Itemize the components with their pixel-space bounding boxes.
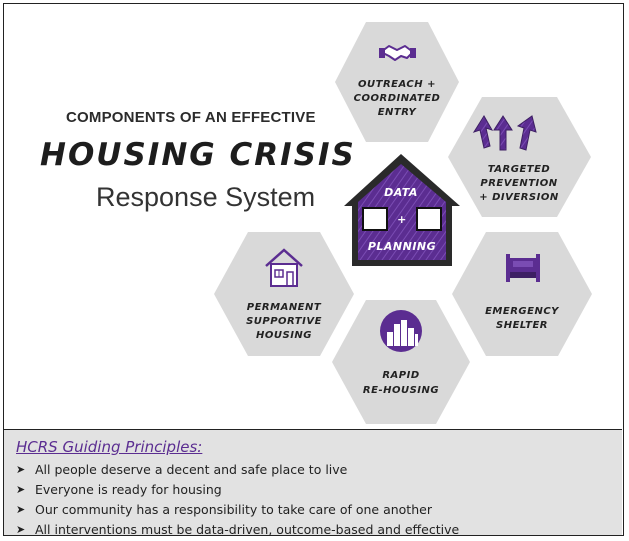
arrow-bullet-icon: ➤	[16, 523, 26, 536]
hex-prevention: TARGETED PREVENTION + DIVERSION	[448, 97, 591, 217]
center-label-data: DATA	[384, 186, 418, 199]
arrow-bullet-icon: ➤	[16, 483, 26, 496]
shelter-label-1: EMERGENCY	[485, 306, 560, 317]
principle-text: All interventions must be data-driven, o…	[35, 522, 460, 537]
arrows-up-icon	[472, 115, 537, 151]
shelter-label-2: SHELTER	[496, 320, 548, 331]
hex-rapid: RAPID RE-HOUSING	[332, 300, 470, 424]
center-house: DATA + PLANNING	[344, 154, 460, 266]
permanent-label-1: PERMANENT	[247, 302, 322, 313]
principle-text: Our community has a responsibility to ta…	[35, 502, 432, 517]
hex-shelter: EMERGENCY SHELTER	[452, 232, 592, 356]
principle-item: ➤ Our community has a responsibility to …	[16, 500, 612, 520]
arrow-bullet-icon: ➤	[16, 503, 26, 516]
principle-text: Everyone is ready for housing	[35, 482, 222, 497]
outreach-label-3: ENTRY	[378, 107, 418, 118]
center-label-planning: PLANNING	[368, 240, 436, 253]
hex-permanent: PERMANENT SUPPORTIVE HOUSING	[214, 232, 354, 356]
city-skyline-icon	[380, 310, 422, 352]
infographic-frame: OUTREACH + COORDINATED ENTRY TARGETED PR…	[3, 3, 625, 537]
prevention-label-2: PREVENTION	[480, 178, 557, 189]
hex-outreach: OUTREACH + COORDINATED ENTRY	[335, 22, 459, 142]
diagram-area: OUTREACH + COORDINATED ENTRY TARGETED PR…	[4, 4, 625, 429]
title-housing-crisis: HOUSING CRISIS	[40, 137, 356, 173]
bed-icon	[506, 254, 540, 282]
house-icon	[265, 248, 303, 287]
permanent-label-2: SUPPORTIVE	[246, 316, 322, 327]
center-window-right	[416, 207, 442, 231]
principle-text: All people deserve a decent and safe pla…	[35, 462, 348, 477]
outreach-label-2: COORDINATED	[354, 93, 441, 104]
center-window-left	[362, 207, 388, 231]
principles-title: HCRS Guiding Principles:	[16, 438, 203, 456]
principle-item: ➤ All interventions must be data-driven,…	[16, 520, 612, 540]
diagram-svg: OUTREACH + COORDINATED ENTRY TARGETED PR…	[214, 22, 592, 424]
prevention-label-1: TARGETED	[488, 164, 550, 175]
permanent-label-3: HOUSING	[256, 330, 312, 341]
principle-item: ➤ All people deserve a decent and safe p…	[16, 460, 612, 480]
principle-item: ➤ Everyone is ready for housing	[16, 480, 612, 500]
outreach-label-1: OUTREACH +	[358, 79, 436, 90]
prevention-label-3: + DIVERSION	[479, 192, 559, 203]
title-response-system: Response System	[96, 182, 316, 212]
arrow-bullet-icon: ➤	[16, 463, 26, 476]
title-components: COMPONENTS OF AN EFFECTIVE	[66, 109, 316, 126]
handshake-icon	[379, 45, 416, 61]
rapid-label-1: RAPID	[382, 370, 419, 381]
guiding-principles-panel: HCRS Guiding Principles: ➤ All people de…	[4, 429, 622, 537]
center-label-plus: +	[397, 213, 407, 226]
rapid-label-2: RE-HOUSING	[363, 385, 439, 396]
